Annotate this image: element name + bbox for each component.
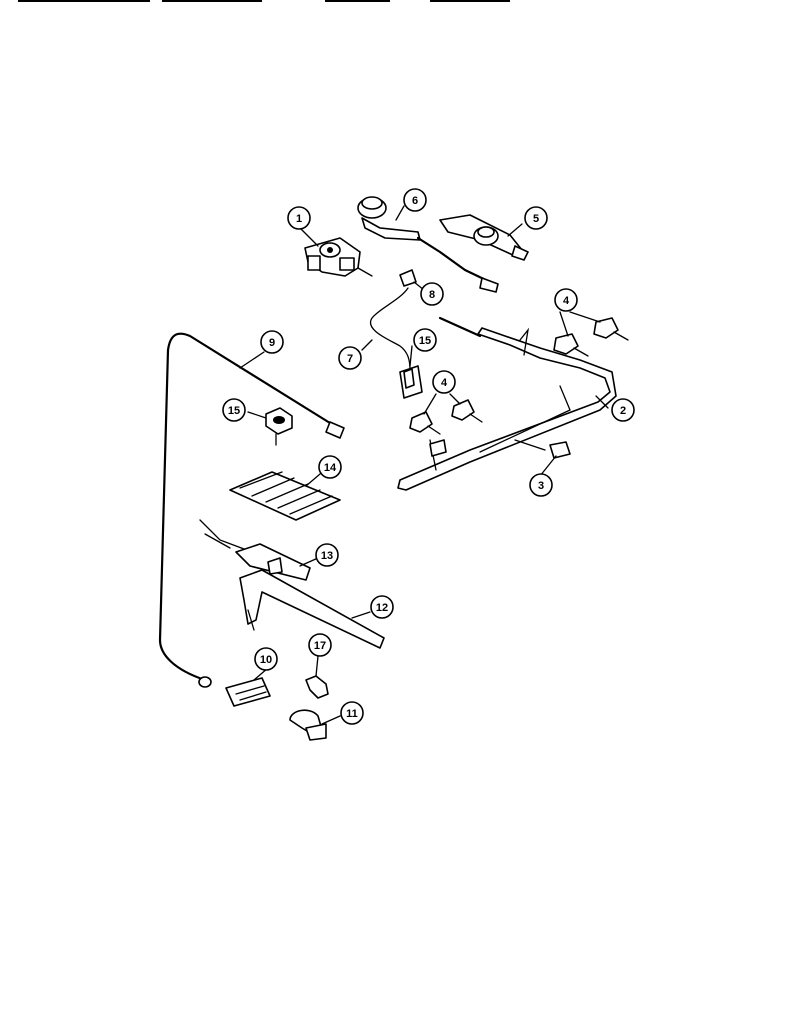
leader-lines	[239, 205, 609, 725]
part-17-clip	[305, 675, 329, 699]
part-1-valve	[304, 237, 373, 277]
callout-8-label: 8	[429, 289, 435, 301]
callout-2: 2	[611, 398, 635, 422]
callout-3-label: 3	[538, 480, 544, 492]
callout-5: 5	[524, 206, 548, 230]
callout-10: 10	[254, 647, 278, 671]
callout-4b-label: 4	[441, 377, 448, 389]
callout-4a-label: 4	[563, 295, 570, 307]
callout-13: 13	[315, 543, 339, 567]
callout-15a-label: 15	[419, 335, 431, 347]
part-4-valves-right	[553, 317, 629, 357]
callout-14: 14	[318, 455, 342, 479]
part-9-gas-line	[158, 332, 345, 688]
callout-17: 17	[308, 633, 332, 657]
callout-7: 7	[338, 346, 362, 370]
callout-15b: 15	[222, 398, 246, 422]
callout-15a: 15	[413, 328, 437, 352]
part-13-igniter	[199, 519, 311, 581]
callout-11-label: 11	[346, 708, 358, 720]
callout-14-label: 14	[324, 462, 337, 474]
part-15-nut	[265, 407, 293, 446]
callout-12: 12	[370, 595, 394, 619]
callout-7-label: 7	[347, 353, 353, 365]
callout-2-label: 2	[620, 405, 626, 417]
part-7-wire	[369, 287, 411, 371]
callout-13-label: 13	[321, 550, 333, 562]
part-10-orifice	[225, 677, 271, 707]
callout-6-label: 6	[412, 195, 418, 207]
part-11-bracket	[289, 709, 327, 741]
part-12-burner-tube	[239, 569, 385, 649]
part-6-burner-valve	[357, 196, 499, 293]
callout-8: 8	[420, 282, 444, 306]
part-2-manifold	[397, 316, 617, 491]
callout-3: 3	[529, 473, 553, 497]
callout-10-label: 10	[260, 654, 272, 666]
callout-15b-label: 15	[228, 405, 240, 417]
part-3-small-valve	[514, 439, 571, 459]
callout-4b: 4	[432, 370, 456, 394]
callout-1: 1	[287, 206, 311, 230]
part-8-clip	[399, 269, 417, 287]
callout-5-label: 5	[533, 213, 539, 225]
part-ignitor-module	[399, 365, 423, 399]
part-4-valves-middle	[409, 399, 483, 435]
part-14-shield	[229, 471, 341, 521]
callout-6: 6	[403, 188, 427, 212]
callout-4a: 4	[554, 288, 578, 312]
callout-17-label: 17	[314, 640, 326, 652]
callout-9: 9	[260, 330, 284, 354]
callout-11: 11	[340, 701, 364, 725]
callout-1-label: 1	[296, 213, 302, 225]
callout-9-label: 9	[269, 337, 275, 349]
callout-12-label: 12	[376, 602, 388, 614]
part-5-burner-valve	[439, 214, 529, 261]
